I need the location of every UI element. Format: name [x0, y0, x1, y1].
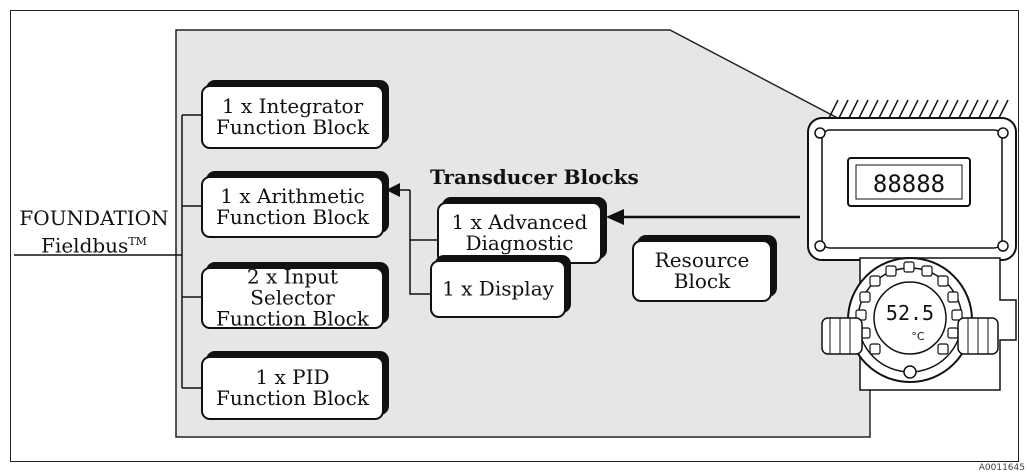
- transmitter-device: 88888 52.5 °C: [807, 99, 1017, 391]
- block-label-line1: 1 x PID: [255, 365, 330, 389]
- arrow-to-transducer: [606, 209, 624, 225]
- block-label-line2: Diagnostic: [465, 231, 574, 255]
- block-label-line1: 1 x Integrator: [221, 94, 364, 118]
- block-label-line2: Function Block: [215, 115, 369, 139]
- figure-code: A0011645: [978, 463, 1025, 473]
- fieldbus-line1: FOUNDATION: [19, 206, 169, 230]
- block-label-line2: Block: [673, 269, 731, 293]
- fieldbus-line2: FieldbusTM: [41, 233, 147, 258]
- upper-display-digits: 88888: [873, 170, 945, 198]
- trademark: TM: [128, 235, 147, 248]
- transducer-blocks-title: Transducer Blocks: [430, 165, 639, 189]
- fieldbus-label: FOUNDATION FieldbusTM: [14, 206, 174, 258]
- block-label-line1: Resource: [654, 248, 750, 272]
- block-label-line2: Function Block: [215, 306, 369, 331]
- block-label-line1: 2 x Input Selector: [246, 264, 339, 310]
- block-label-line2: Function Block: [215, 205, 369, 229]
- block-label-line2: Function Block: [215, 386, 369, 410]
- block-label-line1: 1 x Arithmetic: [220, 184, 365, 208]
- display-block: 1 x Display: [430, 260, 566, 318]
- lower-display-unit: °C: [911, 330, 925, 343]
- block-label-line1: 1 x Advanced: [451, 210, 588, 234]
- block-label: 1 x Display: [442, 276, 554, 301]
- arrow-to-arithmetic: [386, 183, 400, 197]
- lower-display-value: 52.5: [886, 301, 934, 325]
- transducer-link: [409, 239, 437, 295]
